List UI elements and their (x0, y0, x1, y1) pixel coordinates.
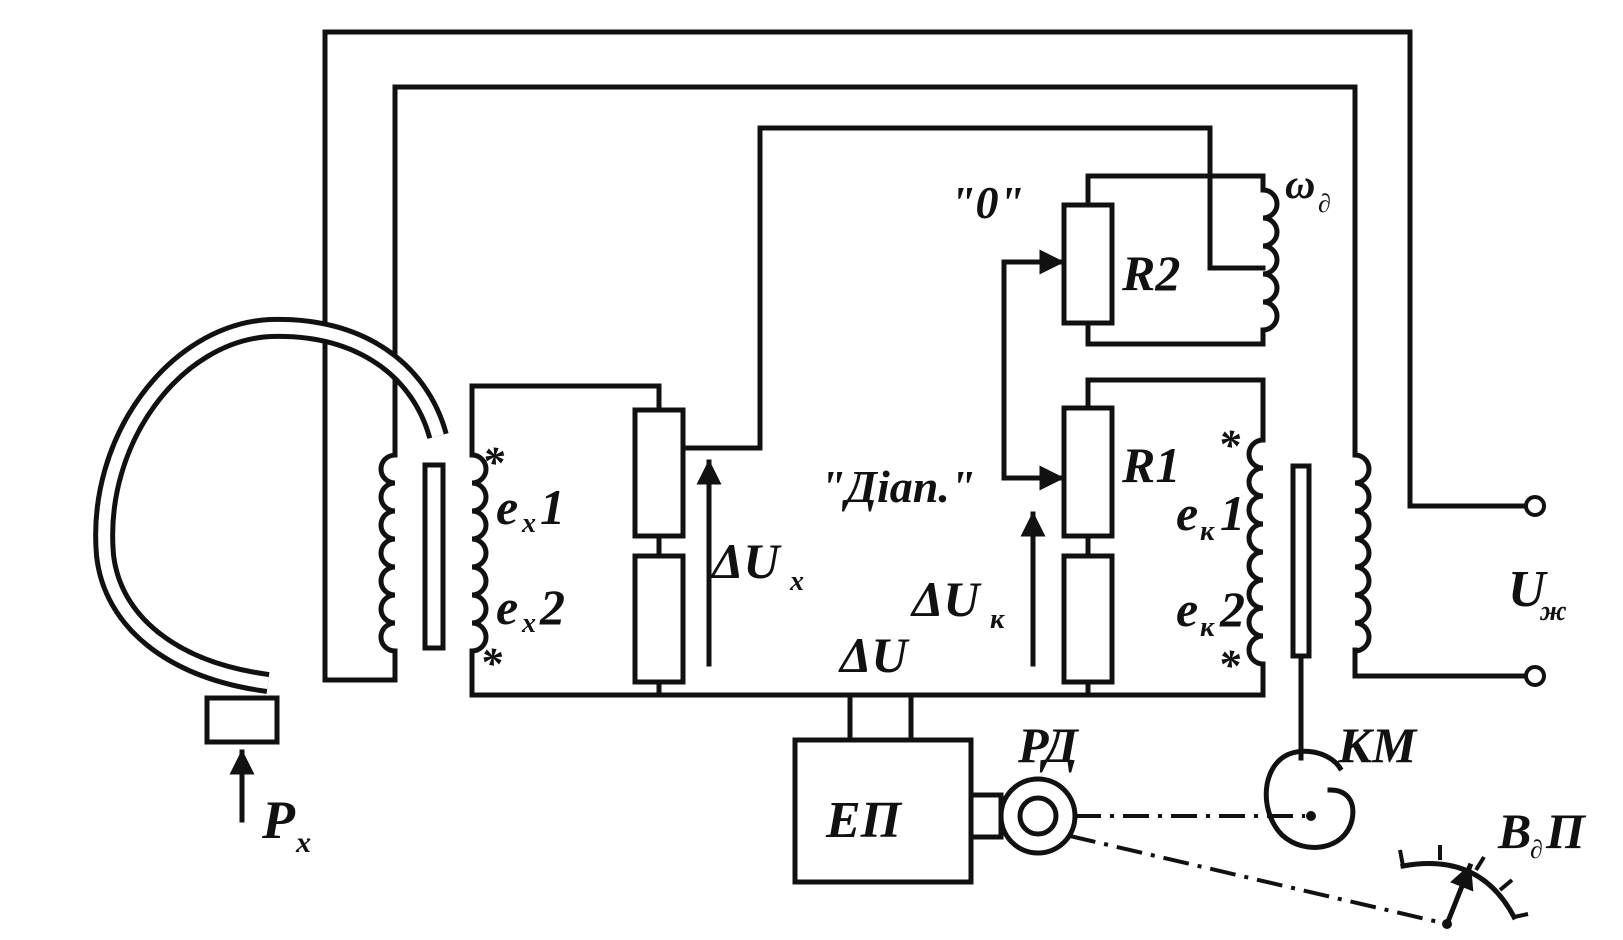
label-ex2: e (496, 579, 518, 635)
scale-tick-5 (1513, 912, 1529, 919)
left-primary-coil (378, 452, 398, 683)
range-link-wire (1001, 259, 1063, 481)
label-star-right-top: * (1218, 421, 1241, 470)
label-delta-ux: ΔU (710, 533, 782, 589)
scale-tick-1 (1398, 849, 1405, 867)
left-bridge-bottom-wire (469, 662, 1266, 698)
inner-supply-wire (392, 84, 1358, 458)
supply-terminal-top (1524, 495, 1546, 517)
indicator-pointer (1443, 862, 1474, 928)
label-r2: R2 (1121, 245, 1180, 301)
left-core (422, 462, 446, 651)
label-ex2-num: 2 (539, 579, 565, 635)
label-delta-u: ΔU (838, 627, 910, 683)
r1-resistor (1061, 405, 1115, 539)
reversible-motor-inner (1017, 795, 1059, 837)
amplifier-box (792, 737, 974, 885)
left-tap-wire (680, 125, 1266, 451)
label-ek1-sub: к (1200, 516, 1215, 547)
label-omega-sub: ∂ (1318, 189, 1331, 218)
label-delta-ux-sub: x (789, 566, 804, 597)
lower-supply-wire (1352, 647, 1529, 679)
right-secondary-coil (1246, 437, 1266, 667)
motor-shaft-block (968, 792, 1004, 840)
pressure-inlet-block (204, 695, 280, 745)
label-r1: R1 (1121, 437, 1180, 493)
right-resistor-lower (1061, 553, 1115, 685)
label-ex1: e (496, 479, 518, 535)
r2-top-wire (1085, 173, 1266, 208)
left-resistor-lower (632, 553, 686, 685)
label-rd: РД (1017, 717, 1080, 773)
label-u-supply-sub: ж (1539, 596, 1567, 627)
bourdon-tube (93, 316, 449, 694)
scale-tick-4 (1498, 878, 1514, 892)
label-p: P (261, 790, 296, 850)
label-ek1-num: 1 (1220, 485, 1245, 541)
label-ek2-sub: к (1200, 612, 1215, 643)
label-omega: ω (1285, 162, 1315, 208)
right-core (1290, 463, 1312, 659)
label-vp-tail: П (1545, 803, 1587, 859)
label-ex1-num: 1 (540, 479, 565, 535)
label-ek1: e (1176, 485, 1198, 541)
left-resistor-upper (632, 407, 686, 539)
motor-indicator-linkage (1069, 834, 1448, 926)
label-u-supply: U (1508, 561, 1548, 618)
omega-coil (1260, 187, 1280, 333)
left-secondary-coil (469, 383, 489, 698)
label-delta-uk: ΔU (910, 571, 982, 627)
label-ex1-sub: x (521, 508, 536, 539)
r2-bottom-wire (1085, 320, 1266, 347)
label-ek2-num: 2 (1219, 581, 1245, 637)
label-ek2: e (1176, 581, 1198, 637)
label-km: КМ (1337, 717, 1418, 773)
label-range: "Діап." (820, 461, 975, 512)
label-star-left-top: * (482, 438, 505, 487)
cam-axis (1306, 811, 1316, 821)
label-vp: В (1497, 803, 1531, 859)
left-bridge-top-wire (469, 383, 662, 413)
label-delta-uk-sub: к (990, 604, 1005, 635)
label-vp-sub: ∂ (1530, 835, 1543, 864)
right-bridge-top-wire (1085, 377, 1266, 443)
r2-resistor (1061, 202, 1115, 326)
supply-terminal-bottom (1524, 665, 1546, 687)
right-primary-coil (1352, 452, 1372, 654)
label-star-left-bottom: * (480, 639, 503, 688)
label-p-sub: x (295, 826, 311, 859)
cam-profile (1263, 748, 1356, 850)
indicator-pivot (1442, 919, 1452, 929)
label-ep: ЕП (825, 792, 903, 849)
outer-supply-wire (322, 29, 1529, 683)
label-star-right-bottom: * (1218, 641, 1241, 690)
scale-tick-3 (1474, 855, 1486, 872)
bourdon-tube-bore (98, 321, 444, 689)
label-zero: "0" (950, 177, 1024, 228)
label-ex2-sub: x (521, 608, 536, 639)
